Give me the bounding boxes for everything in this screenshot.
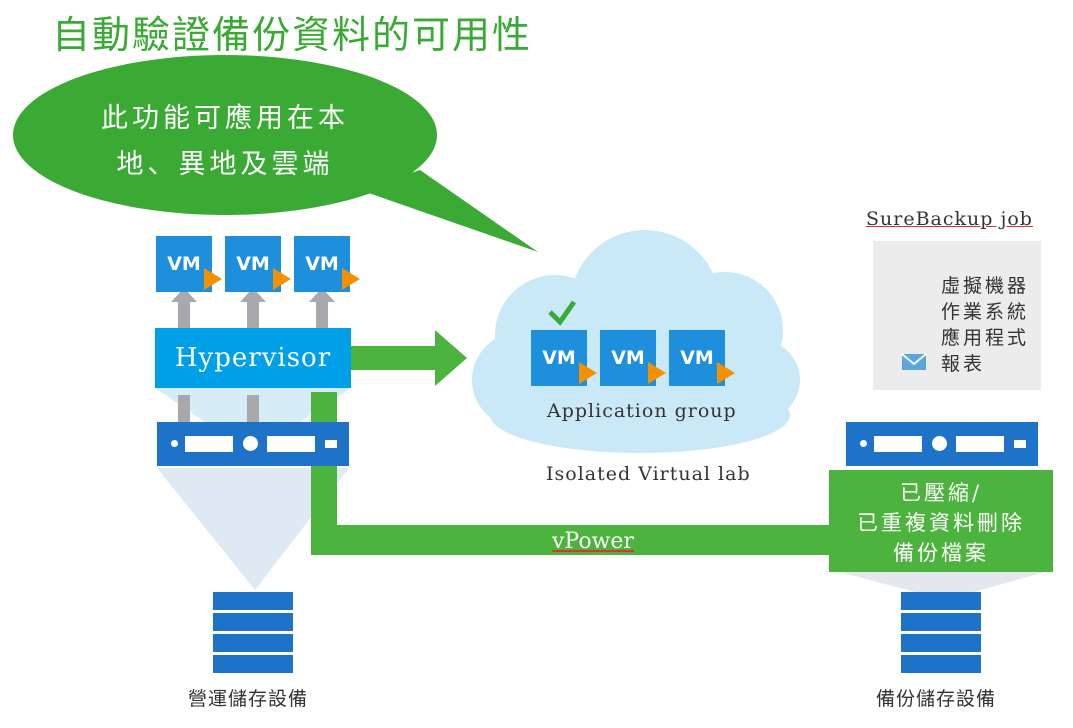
backup-storage-label: 備份儲存設備 xyxy=(876,688,997,710)
surebackup-item: 虛擬機器 xyxy=(941,275,1030,297)
vm-box: VM xyxy=(531,330,597,386)
surebackup-item: 報表 xyxy=(941,353,986,375)
callout-line-2: 地、異地及雲端 xyxy=(116,149,334,180)
vm-box: VM xyxy=(156,236,222,292)
callout-text: 此功能可應用在本 地、異地及雲端 xyxy=(60,96,390,188)
backup-file-line-3: 備份檔案 xyxy=(893,541,989,565)
backup-file-line-2: 已重複資料刪除 xyxy=(857,511,1025,535)
vm-box: VM xyxy=(600,330,666,386)
production-storage-icon xyxy=(213,592,293,673)
vm-box: VM xyxy=(294,236,360,292)
backup-server-icon xyxy=(846,422,1038,466)
hypervisor-box: Hypervisor xyxy=(155,328,351,388)
vm-up-arrows xyxy=(171,288,335,330)
vm-marker-icon xyxy=(342,268,360,290)
vpower-path xyxy=(311,392,829,555)
mail-icon xyxy=(901,353,927,370)
backup-cone xyxy=(840,572,1045,600)
vm-label: VM xyxy=(167,253,201,275)
vm-marker-icon xyxy=(579,362,597,384)
backup-storage-icon xyxy=(901,592,981,673)
vm-marker-icon xyxy=(717,362,735,384)
vm-label: VM xyxy=(611,347,645,369)
vm-marker-icon xyxy=(648,362,666,384)
vm-marker-icon xyxy=(273,268,291,290)
vm-label: VM xyxy=(680,347,714,369)
green-arrow-to-lab xyxy=(351,330,467,386)
vm-marker-icon xyxy=(204,268,222,290)
callout-bubble xyxy=(13,55,538,252)
vm-label: VM xyxy=(236,253,270,275)
isolated-lab-label: Isolated Virtual lab xyxy=(546,463,751,485)
page-title: 自動驗證備份資料的可用性 xyxy=(52,13,533,57)
vm-label: VM xyxy=(305,253,339,275)
production-storage-label: 營運儲存設備 xyxy=(188,688,309,710)
backup-file-box: 已壓縮/ 已重複資料刪除 備份檔案 xyxy=(829,470,1053,572)
vm-label: VM xyxy=(542,347,576,369)
vm-box: VM xyxy=(669,330,735,386)
vpower-label: vPower xyxy=(552,529,634,554)
backup-file-line-1: 已壓縮/ xyxy=(899,481,983,505)
production-server-icon xyxy=(157,422,349,466)
application-group-label: Application group xyxy=(547,400,737,422)
surebackup-item: 作業系統 xyxy=(941,301,1030,323)
surebackup-item: 應用程式 xyxy=(941,327,1030,349)
server-up-arrows xyxy=(178,395,259,423)
callout-line-1: 此功能可應用在本 xyxy=(101,103,349,134)
surebackup-box: 虛擬機器 作業系統 應用程式 報表 xyxy=(873,241,1041,390)
surebackup-title: SureBackup job xyxy=(866,208,1033,230)
vm-box: VM xyxy=(225,236,291,292)
check-icon xyxy=(548,300,577,326)
storage-cone xyxy=(157,468,349,590)
